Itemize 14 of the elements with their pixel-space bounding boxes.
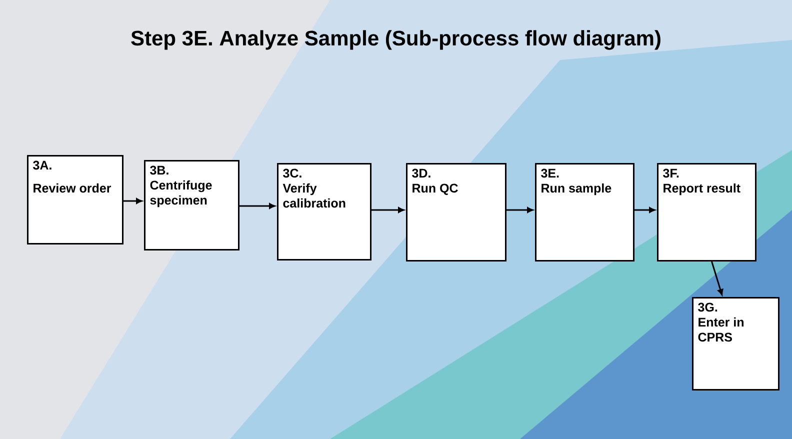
process-box: 3A. Review order	[27, 155, 124, 244]
arrow	[372, 207, 404, 213]
process-box: 3B. Centrifuge specimen	[144, 160, 240, 250]
arrow	[240, 203, 276, 209]
process-box: 3C. Verify calibration	[277, 163, 372, 260]
arrow	[634, 207, 656, 213]
process-box: 3F. Report result	[657, 163, 756, 262]
process-box: 3G. Enter in CPRS	[692, 297, 780, 390]
process-box: 3D. Run QC	[406, 163, 506, 262]
title: Step 3E. Analyze Sample (Sub-process flow diagram)	[131, 30, 660, 50]
process-box: 3E. Run sample	[535, 163, 634, 262]
arrow	[711, 261, 724, 296]
arrow	[124, 198, 142, 204]
arrow	[506, 207, 534, 213]
